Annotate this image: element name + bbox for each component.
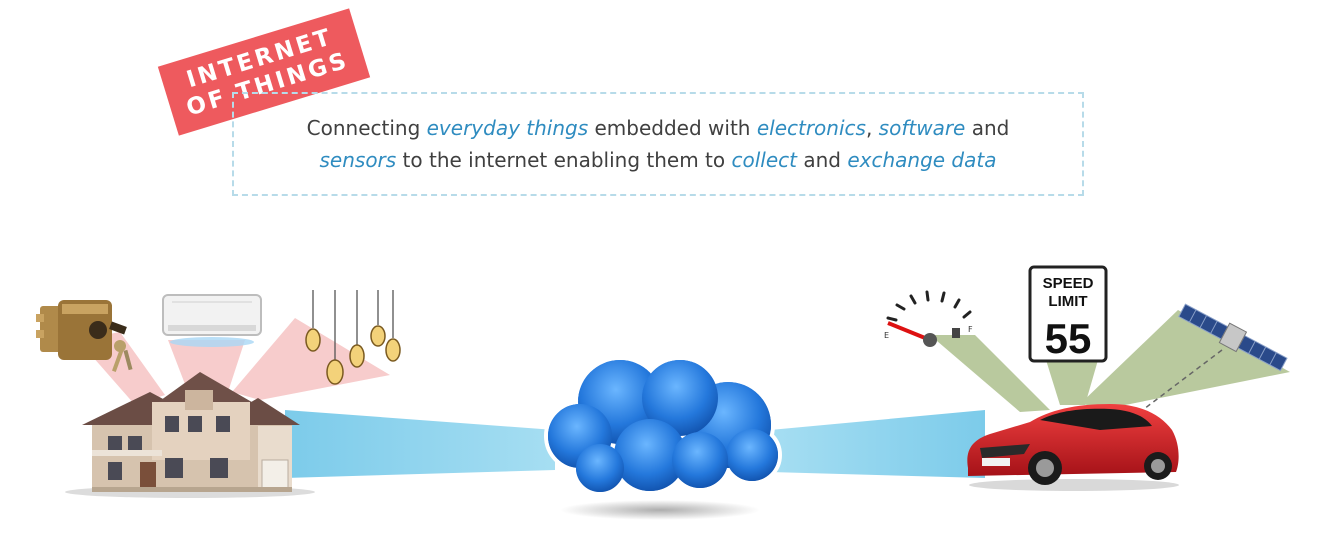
lights-beam [232,318,390,400]
air-conditioner-icon [162,294,262,347]
cloud-icon [544,356,782,520]
definition-segment: Connecting [306,116,427,140]
satellite-icon [1139,303,1288,413]
definition-line-1: Connecting everyday things embedded with… [307,112,1010,144]
sign-line1: SPEED [1043,275,1094,292]
hanging-lights-icon [305,290,401,385]
fuel-gauge-icon: E F [884,290,973,347]
car-icon [967,404,1179,491]
sign-number: 55 [1045,315,1092,362]
gauge-empty-label: E [884,331,889,340]
gauge-beam [930,335,1050,412]
lock-icon [36,300,133,372]
definition-segment: and [965,116,1010,140]
ac-beam [168,340,245,392]
sign-line2: LIMIT [1048,293,1087,310]
definition-segment: to the internet enabling them to [396,148,732,172]
definition-emphasis: exchange data [847,148,997,172]
definition-segment: , [865,116,879,140]
definition-emphasis: electronics [756,116,866,140]
definition-emphasis: everyday things [426,116,589,140]
definition-line-2: sensors to the internet enabling them to… [307,144,1010,176]
house-icon [65,372,315,498]
definition-box: Connecting everyday things embedded with… [232,92,1084,196]
definition-segment: embedded with [588,116,757,140]
cloud-car-link-beam [770,410,985,478]
definition-emphasis: collect [731,148,797,172]
gauge-full-label: F [968,325,973,334]
definition-text: Connecting everyday things embedded with… [307,112,1010,176]
definition-emphasis: software [878,116,966,140]
sign-beam [1046,360,1098,405]
definition-emphasis: sensors [319,148,397,172]
satellite-beam [1080,310,1290,408]
house-cloud-link-beam [285,410,555,478]
speed-limit-sign-icon: SPEED LIMIT 55 [1028,265,1108,363]
definition-segment: and [796,148,848,172]
